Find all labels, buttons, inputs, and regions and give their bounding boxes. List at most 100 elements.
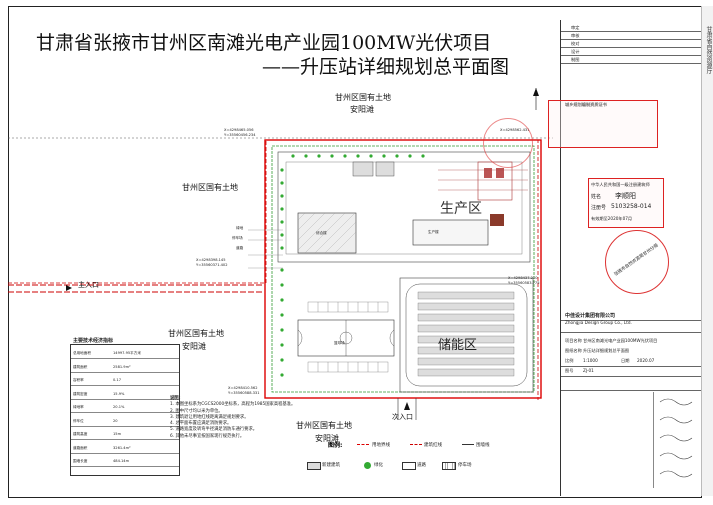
label-road: 道路 [236,246,244,250]
note-item: 4. 总平面布置应满足消防要求。 [170,421,232,427]
scan-edge-strip: 甘肃省自然资源厅 [701,6,713,496]
titleblock-divider [561,320,701,321]
drawing-title: 甘肃省张掖市甘州区南滩光电产业园100MW光伏项目 [36,32,492,54]
signature-marks [659,398,693,478]
legend-header: 图例: [328,442,343,449]
note-item: 1. 本图坐标系为CGCS2000坐标系，高程为1985国家高程基准。 [170,402,296,408]
stamp-reg-label: 注册号 [591,205,607,211]
tech-table-key: 道路面积 [73,445,88,450]
zone-lower-land: 甘州区国有土地 [168,329,224,338]
tech-table-key: 容积率 [73,378,84,382]
legend-swatch-building [307,462,321,470]
review-seal-text: 张掖市自然资源局甘州分局 [613,243,660,278]
tree-row [280,154,425,377]
main-entrance-label: 主入口 [78,281,99,289]
stamp-reg: 5103258-014 [611,203,652,210]
tech-table-value: 14997.95平方米 [113,351,141,355]
titleblock-divider [561,390,701,391]
zone-top-name: 安阳滩 [350,105,374,114]
legend-swatch-road [402,462,416,470]
titleblock-row [561,31,701,32]
tech-table-row [71,358,179,359]
legend-item-1: 用地界线 [372,443,390,448]
titleblock-row [561,47,701,48]
tech-table-key: 建筑面积 [73,364,88,369]
tech-table-header: 主要技术经济指标 [73,338,114,344]
zone-top-land: 甘州区国有土地 [335,93,391,102]
scale-value: 1:1000 [583,358,598,363]
titleblock-divider [561,332,701,333]
drawing-label: 图纸名称 [565,348,582,353]
project-value: 甘州区南滩光电产业园100MW光伏项目 [583,338,658,343]
tech-table-key: 建筑高度 [73,432,88,436]
tech-table-value: 0.17 [113,378,122,382]
tech-table-row [71,412,179,413]
number-label: 图号 [565,368,574,373]
legend-swatch-wall [462,444,474,445]
tech-table-key: 绿地率 [73,405,84,409]
titleblock-divider [561,376,701,377]
legend-item-4: 新建建筑 [322,463,340,468]
strip-label: 甘肃省自然资源厅 [705,26,712,74]
titleblock-role: 审定 [571,25,580,30]
tech-table-value: 15.9% [113,391,125,396]
coord-5: Y=35560583.775 [508,281,540,285]
tech-table-value: 15m [113,432,122,436]
titleblock-row [561,39,701,40]
legend-swatch-redline [410,444,422,445]
storage-area-label: 储能区 [438,338,478,353]
titleblock-role: 设计 [571,49,580,54]
tech-table-value: 484.14m [113,459,130,463]
titleblock-row [561,63,701,64]
legend-swatch-parking [442,462,456,470]
review-seal: 张掖市自然资源局甘州分局 [605,230,669,294]
legend-item-7: 停车场 [458,463,472,468]
entrance-arrow-icon [404,402,410,410]
scale-label: 比例 [565,358,574,363]
number-value: ZJ-01 [583,368,594,373]
tech-table-row [71,371,179,373]
legend-item-3: 围墙线 [476,443,490,448]
zone-bottom-land: 甘州区国有土地 [296,421,352,430]
tech-table-row [71,466,179,467]
notes-block: 说明： 1. 本图坐标系为CGCS2000坐标系，高程为1985国家高程基准。2… [170,396,295,440]
secondary-entrance-label: 次入口 [392,413,413,421]
signature-area [653,392,698,488]
date-value: 2020.07 [637,358,655,363]
drawing-value: 升压站详细规划总平面图 [583,348,630,353]
titleblock-role: 制图 [571,57,580,62]
tech-table-value: 20 [113,418,118,423]
title-block: 审定审核校对设计制图 城乡规划编制资质证书 中佳设计集团有限公司 Zhongji… [560,20,701,496]
label-green: 绿地 [236,226,244,230]
coord-4: X=4298437.210 [508,276,538,280]
tech-table-row [71,398,179,400]
note-item: 2. 图中尺寸均以米为单位。 [170,408,223,414]
note-item: 6. 其他未尽事宜按国家现行规范执行。 [170,433,245,439]
stamp-name-label: 姓名 [591,194,602,200]
tech-table-key: 建筑密度 [73,391,88,396]
stamp-validity: 有效期至2020年07月 [591,216,633,221]
tech-table-row [71,385,179,386]
tech-table-row [71,425,179,427]
company-name-cn: 中佳设计集团有限公司 [565,313,616,319]
site-plan-drawing [8,88,553,420]
zone-left-land: 甘州区国有土地 [182,183,238,192]
production-area-label: 生产区 [440,201,482,217]
notes-header: 说明： [170,396,183,401]
legend-item-6: 道路 [417,463,426,468]
tech-table-row [71,452,179,454]
coord-2: Y=35560456.234 [224,133,256,137]
titleblock-divider [561,366,701,367]
note-item: 5. 道路宽度及转弯半径满足消防车通行要求。 [170,427,258,433]
cert-header: 城乡规划编制资质证书 [565,102,607,107]
titleblock-row [561,55,701,56]
coord-1: X=4298465.056 [224,128,254,132]
drawing-subtitle: ——升压站详细规划总平面图 [262,56,510,78]
registered-architect-stamp: 中华人民共和国一级注册建筑师 姓名 李顺阳 注册号 5103258-014 有效… [588,178,664,228]
project-label: 项目名称 [565,338,582,343]
titleblock-role: 校对 [571,41,580,46]
company-seal [483,118,533,168]
note-item: 3. 建筑退让用地红线距离满足规划要求。 [170,414,249,420]
titleblock-role: 审核 [571,33,580,38]
